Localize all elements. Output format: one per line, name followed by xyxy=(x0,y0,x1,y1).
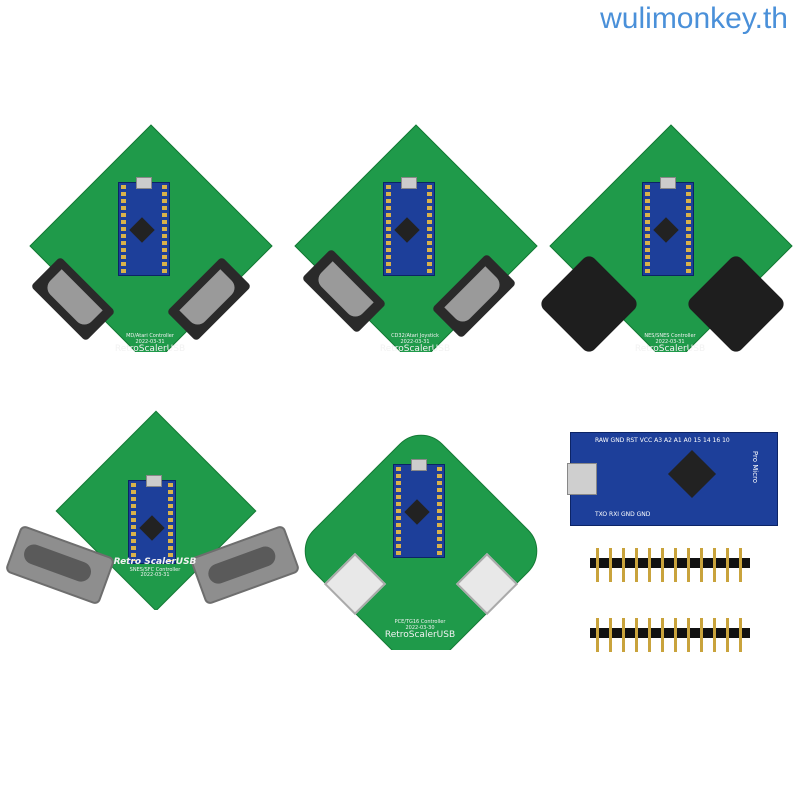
pin-header-strip xyxy=(590,548,750,582)
board-silkscreen: MD/Atari Controller 2022-03-31 RetroScal… xyxy=(114,333,186,354)
watermark: wulimonkey.th xyxy=(600,2,788,35)
board-silkscreen: PCE/TG16 Controller 2022-03-30 RetroScal… xyxy=(384,619,456,640)
cd32-atari-board: CD32/Atari Joystick 2022-03-31 RetroScal… xyxy=(285,124,545,382)
header-pin xyxy=(635,548,638,582)
header-pin xyxy=(713,548,716,582)
header-pin xyxy=(739,618,742,652)
header-pin xyxy=(648,548,651,582)
header-pin xyxy=(674,548,677,582)
board-silkscreen: NES/SNES Controller 2022-03-31 RetroScal… xyxy=(634,333,706,354)
board-silkscreen: Retro ScalerUSB SNES/SFC Controller 2022… xyxy=(113,557,197,579)
pro-micro-board: RAW GND RST VCC A3 A2 A1 A0 15 14 16 10 … xyxy=(567,432,778,526)
pro-micro-module xyxy=(393,459,445,558)
header-pin xyxy=(687,548,690,582)
nes-snes-board: NES/SNES Controller 2022-03-31 RetroScal… xyxy=(538,124,795,382)
pin-header-strip xyxy=(590,618,750,652)
header-pin xyxy=(596,618,599,652)
md-atari-board: MD/Atari Controller 2022-03-31 RetroScal… xyxy=(20,124,280,382)
microcontroller-chip xyxy=(667,449,717,499)
header-pin xyxy=(674,618,677,652)
header-pin xyxy=(622,548,625,582)
header-pin xyxy=(726,548,729,582)
header-pin xyxy=(661,548,664,582)
snes-board: Retro ScalerUSB SNES/SFC Controller 2022… xyxy=(4,410,305,630)
header-pin xyxy=(635,618,638,652)
header-pin xyxy=(609,548,612,582)
header-pin xyxy=(726,618,729,652)
pce-tg16-board: PCE/TG16 Controller 2022-03-30 RetroScal… xyxy=(292,422,550,680)
pro-micro-module xyxy=(642,177,694,276)
header-pin xyxy=(609,618,612,652)
header-pin xyxy=(648,618,651,652)
header-pin xyxy=(596,548,599,582)
pro-micro-module xyxy=(128,475,176,564)
header-pin xyxy=(713,618,716,652)
header-pin xyxy=(661,618,664,652)
micro-usb-port xyxy=(567,463,597,495)
header-pin xyxy=(739,548,742,582)
header-pin xyxy=(622,618,625,652)
board-silkscreen: CD32/Atari Joystick 2022-03-31 RetroScal… xyxy=(379,333,451,354)
header-pin xyxy=(700,548,703,582)
pro-micro-module xyxy=(118,177,170,276)
header-pin xyxy=(687,618,690,652)
header-pin xyxy=(700,618,703,652)
pro-micro-module xyxy=(383,177,435,276)
